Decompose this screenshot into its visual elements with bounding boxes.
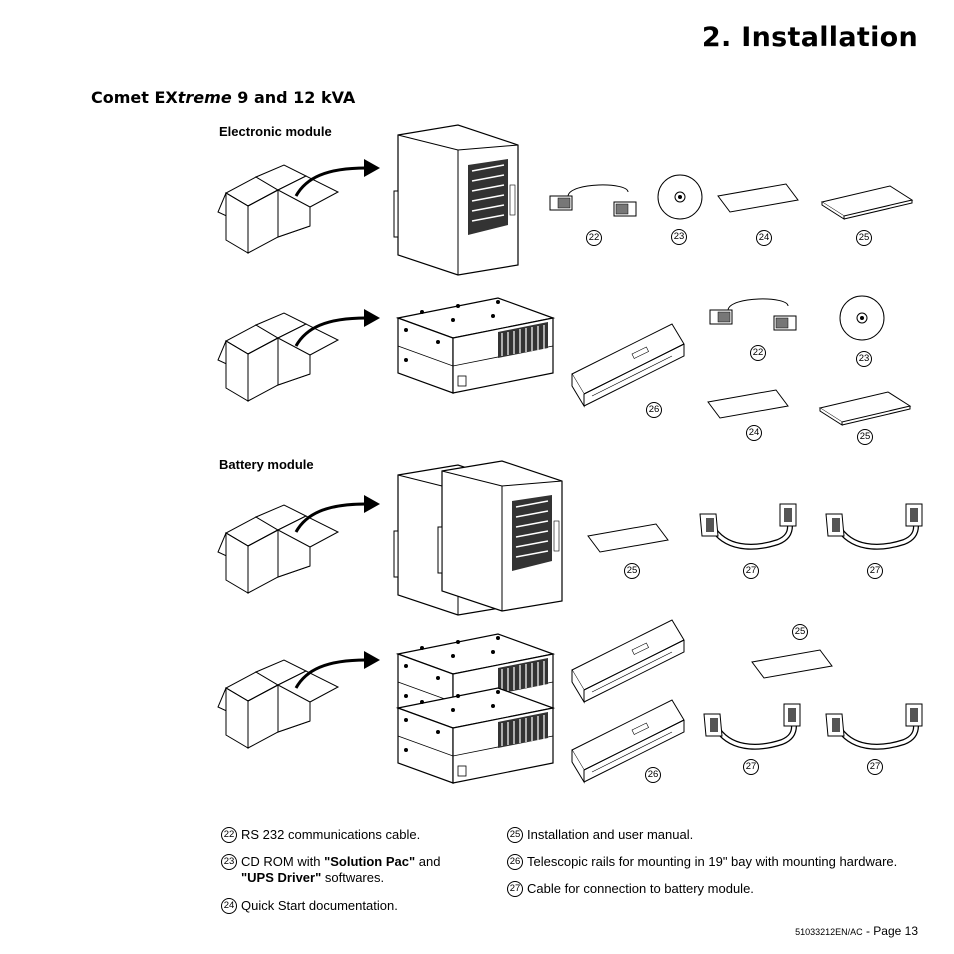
callout-number: 23 [856, 351, 872, 367]
product-suffix: 9 and 12 kVA [231, 88, 356, 107]
legend-item-23: 23 CD ROM with "Solution Pac" and "UPS Dr… [221, 854, 481, 886]
legend-text: CD ROM with "Solution Pac" and "UPS Drive… [241, 854, 440, 886]
callout-24: 24 [746, 425, 766, 441]
callout-25: 25 [792, 624, 812, 640]
callout-27: 27 [743, 759, 763, 775]
callout-25: 25 [856, 230, 876, 246]
document-code: 51033212EN/AC [795, 927, 863, 937]
legend-number: 23 [221, 854, 237, 870]
legend-item-26: 26 Telescopic rails for mounting in 19" … [507, 854, 897, 870]
page-number: - Page 13 [862, 924, 918, 938]
callout-number: 26 [645, 767, 661, 783]
legend-text: Quick Start documentation. [241, 898, 398, 913]
legend-text: Installation and user manual. [527, 827, 694, 842]
legend-text-part: softwares. [321, 870, 385, 885]
callout-number: 25 [624, 563, 640, 579]
callout-number: 22 [586, 230, 602, 246]
callout-23: 23 [856, 351, 876, 367]
callout-27: 27 [867, 563, 887, 579]
callout-number: 25 [856, 230, 872, 246]
callout-25: 25 [624, 563, 644, 579]
section-battery-module: Battery module [219, 457, 314, 472]
callout-number: 25 [857, 429, 873, 445]
page-title: 2. Installation [701, 22, 918, 53]
product-italic: treme [177, 88, 232, 107]
callout-27: 27 [743, 563, 763, 579]
callout-number: 26 [646, 402, 662, 418]
legend-bold-part: "UPS Driver" [241, 870, 322, 885]
callout-24: 24 [756, 230, 776, 246]
callout-number: 25 [792, 624, 808, 640]
callout-26: 26 [646, 402, 666, 418]
legend-text-part: CD ROM with [241, 854, 325, 869]
legend-text-part: and [415, 854, 441, 869]
callout-22: 22 [750, 345, 770, 361]
legend-number: 27 [507, 881, 523, 897]
callout-number: 23 [671, 229, 687, 245]
legend-text: RS 232 communications cable. [241, 827, 421, 842]
callout-number: 27 [867, 759, 883, 775]
callout-number: 24 [746, 425, 762, 441]
callout-25: 25 [857, 429, 877, 445]
legend-text: Telescopic rails for mounting in 19" bay… [527, 854, 898, 869]
legend-number: 25 [507, 827, 523, 843]
callout-27: 27 [867, 759, 887, 775]
callout-number: 27 [743, 563, 759, 579]
legend-number: 24 [221, 898, 237, 914]
callout-number: 22 [750, 345, 766, 361]
product-heading: Comet EXtreme 9 and 12 kVA [91, 88, 355, 107]
legend-text: Cable for connection to battery module. [527, 881, 754, 896]
legend-item-24: 24 Quick Start documentation. [221, 898, 398, 914]
legend-bold-part: "Solution Pac" [324, 854, 416, 869]
callout-26: 26 [645, 767, 665, 783]
callout-23: 23 [671, 229, 691, 245]
legend-number: 26 [507, 854, 523, 870]
callout-number: 24 [756, 230, 772, 246]
legend-item-27: 27 Cable for connection to battery modul… [507, 881, 754, 897]
callout-number: 27 [867, 563, 883, 579]
section-electronic-module: Electronic module [219, 124, 332, 139]
callout-number: 27 [743, 759, 759, 775]
legend-item-22: 22 RS 232 communications cable. [221, 827, 420, 843]
product-prefix: Comet EX [91, 88, 178, 107]
callout-22: 22 [586, 230, 606, 246]
legend-item-25: 25 Installation and user manual. [507, 827, 693, 843]
legend-number: 22 [221, 827, 237, 843]
page-footer: 51033212EN/AC - Page 13 [795, 924, 918, 938]
